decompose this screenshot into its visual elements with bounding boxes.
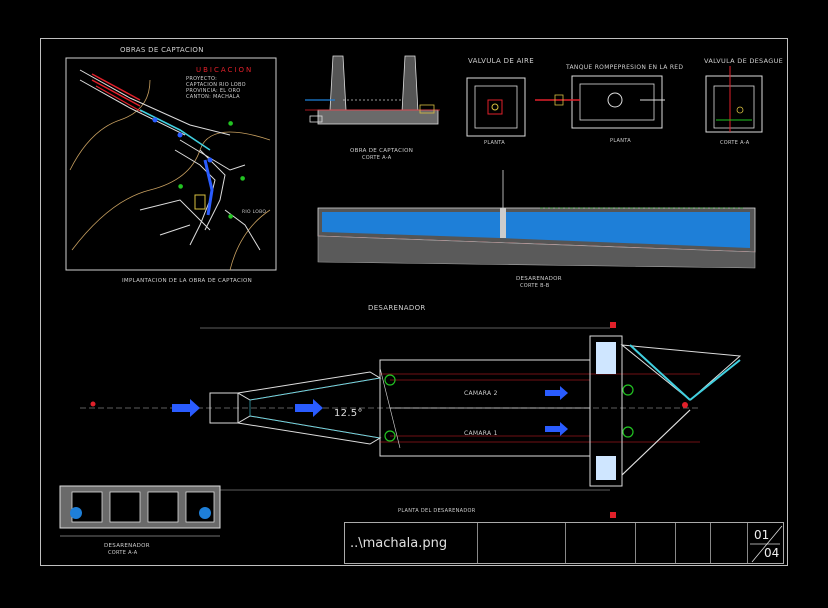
desander-plan-subtitle: PLANTA DEL DESARENADOR — [398, 508, 476, 514]
small-section-label: CORTE A-A — [108, 550, 138, 556]
drain-section-label: CORTE A-A — [720, 140, 750, 146]
desander-plan — [80, 322, 742, 518]
angle-label: 12.5° — [334, 408, 363, 419]
tank-title: TANQUE ROMPEPRESION EN LA RED — [566, 64, 684, 71]
implantacion-title: IMPLANTACION DE LA OBRA DE CAPTACION — [122, 278, 253, 284]
svg-text:●: ● — [228, 213, 233, 220]
location-map: ● ● ● ● — [65, 57, 277, 271]
river-label: RIO LOBO — [242, 210, 267, 215]
drain-valve-detail — [705, 66, 763, 133]
intake-section — [305, 55, 440, 125]
svg-text:●: ● — [228, 120, 233, 127]
project-block-line-1: PROYECTO: — [186, 76, 218, 82]
desander-plan-title: DESARENADOR — [368, 304, 426, 312]
air-valve-detail — [466, 77, 526, 137]
project-block-line-3: PROVINCIA: EL ORO — [186, 88, 241, 94]
image-reference: ..\machala.png — [350, 536, 448, 551]
small-section-title: DESARENADOR — [104, 543, 150, 549]
tank-plan-label: PLANTA — [610, 138, 631, 144]
drain-valve-title: VALVULA DE DESAGUE — [704, 57, 784, 65]
intake-section-label: CORTE A-A — [362, 155, 392, 161]
svg-text:●: ● — [240, 175, 245, 182]
sheet-total: 04 — [764, 546, 780, 560]
pressure-break-tank — [535, 75, 665, 129]
chamber-1-label: CAMARA 1 — [464, 430, 498, 437]
air-valve-plan-label: PLANTA — [484, 140, 505, 146]
small-section — [59, 485, 221, 537]
sheet-number: 01 — [754, 528, 770, 542]
project-block-line-2: CAPTACION RIO LOBO — [186, 82, 246, 88]
desander-section-label: CORTE B-B — [520, 283, 550, 289]
chamber-2-label: CAMARA 2 — [464, 390, 498, 397]
air-valve-title: VALVULA DE AIRE — [468, 57, 534, 65]
title-block — [344, 522, 784, 564]
desander-section — [317, 170, 756, 269]
location-title: UBICACION — [196, 66, 254, 74]
desander-section-title: DESARENADOR — [516, 276, 562, 282]
intake-title: OBRA DE CAPTACION — [350, 148, 414, 154]
project-block-line-4: CANTON: MACHALA — [186, 94, 240, 100]
captacion-header: OBRAS DE CAPTACION — [120, 46, 204, 54]
drawing-frame — [40, 38, 788, 566]
svg-text:●: ● — [178, 183, 183, 190]
